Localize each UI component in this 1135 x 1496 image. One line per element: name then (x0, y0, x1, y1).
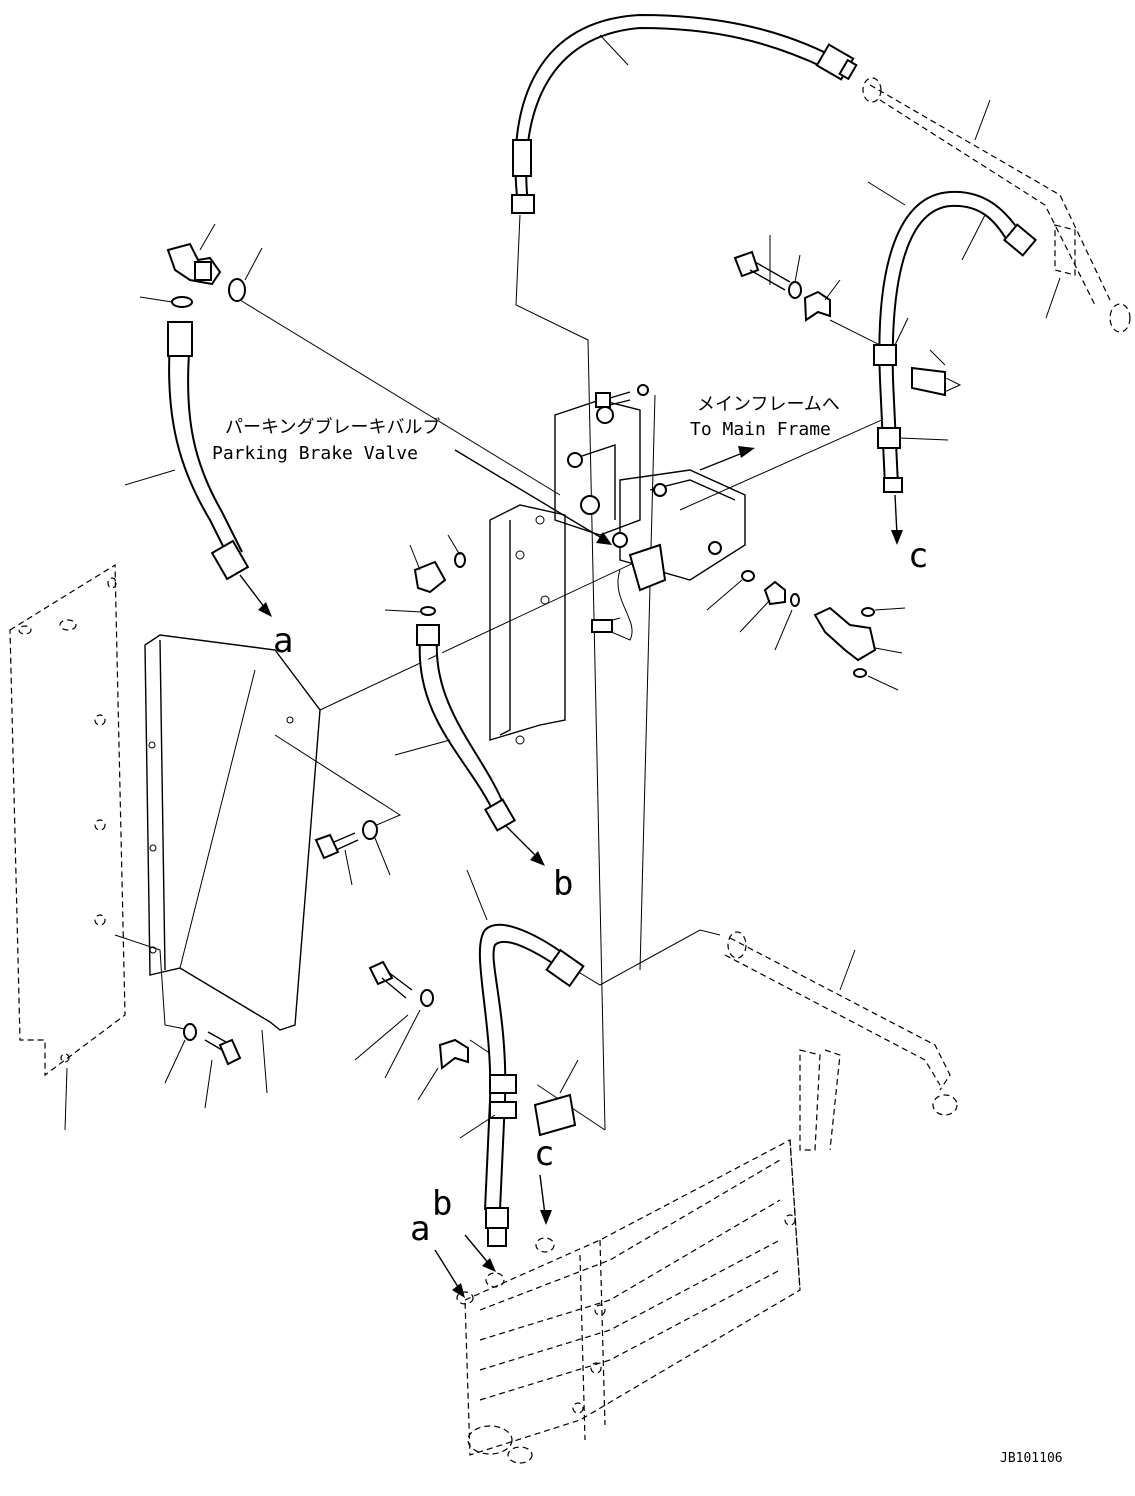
parking-brake-label-jp: パーキングブレーキバルブ (225, 416, 440, 438)
arrow-head-a-bottom (452, 1283, 465, 1298)
valve-bracket (489, 384, 746, 745)
arrow-head-a (258, 602, 272, 617)
connector-b-label: b (553, 864, 573, 904)
bolt-set-top-right (733, 250, 831, 322)
connector-c-label: c (908, 536, 928, 576)
assembly-lines (114, 214, 962, 1131)
middle-hose (416, 624, 517, 832)
connector-b-bottom-label: b (432, 1184, 452, 1224)
arrow-head-b (530, 851, 545, 866)
left-hose (167, 321, 250, 581)
arrow-head-c (891, 530, 903, 545)
connector-a-label: a (273, 621, 293, 661)
arrow-head-parking-brake (596, 532, 612, 545)
connector-c-bottom-label: c (534, 1134, 554, 1174)
dashed-pipe-bottom-right (724, 931, 958, 1116)
top-hose (511, 13, 858, 214)
text-labels: パーキングブレーキバルブ Parking Brake Valve メインフレーム… (212, 394, 1063, 1466)
top-hose-fitting (815, 43, 858, 81)
lower-hose (478, 923, 585, 1247)
main-frame-label-en: To Main Frame (690, 419, 831, 440)
parking-brake-label-en: Parking Brake Valve (212, 443, 418, 464)
arrow-head-b-bottom (482, 1258, 496, 1272)
dashed-panel (9, 563, 126, 1077)
shield-plate (144, 634, 321, 1031)
middle-fittings (413, 552, 877, 678)
leader-lines (64, 34, 1061, 1139)
bolt-set-lower (368, 960, 469, 1070)
main-frame-label-jp: メインフレームへ (697, 394, 840, 415)
arrow-head-c-bottom (540, 1210, 552, 1225)
plate-bolts (183, 820, 378, 1066)
arrows (239, 446, 903, 1298)
valve-top-bolt (595, 384, 649, 408)
right-hose (873, 190, 1038, 493)
cooler-assembly (456, 1049, 841, 1464)
drawing-code: JB101106 (1000, 1451, 1063, 1466)
left-elbow-fitting (166, 242, 246, 308)
dashed-pipe-top-right (862, 77, 1131, 333)
connector-a-bottom-label: a (410, 1209, 430, 1249)
arrow-head-main-frame (738, 446, 755, 458)
